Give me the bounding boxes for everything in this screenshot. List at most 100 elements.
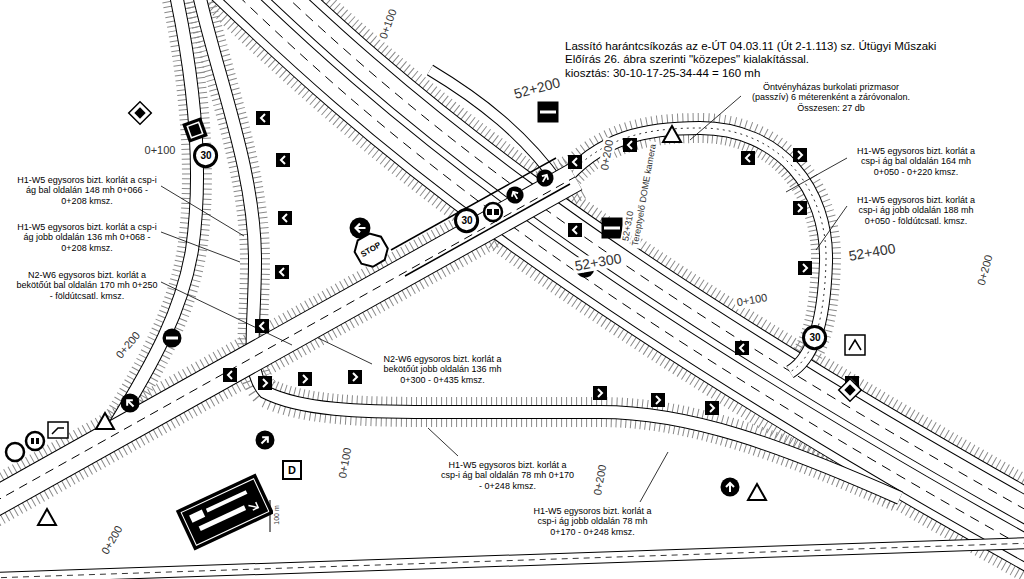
overtaking-sign (484, 203, 502, 221)
chevron-sign (298, 372, 312, 386)
sign-text: 30 (809, 333, 820, 343)
leader-line (816, 206, 847, 250)
sign-text: D (288, 465, 296, 476)
chevron-sign (223, 368, 237, 382)
sign-octagon (350, 229, 392, 271)
chevron-sign (278, 211, 292, 225)
direction-board (181, 479, 269, 545)
chevron-sign (793, 148, 807, 162)
distance-plate: 100 m (273, 503, 281, 526)
lane-line (226, 0, 1024, 562)
road-edge (235, 0, 1024, 548)
road-edge (235, 0, 1024, 548)
centre-line (0, 543, 1024, 578)
callout-note: N2-W6 egysoros bizt. korlát a bekötőút j… (375, 354, 510, 385)
prohibition-sign (26, 432, 44, 450)
callout-note: H1-W5 egysoros bizt. korlát a csp-i ág j… (14, 222, 160, 253)
chevron-sign (705, 401, 719, 415)
chevron-sign (275, 265, 289, 279)
slope-hatching (0, 0, 1024, 548)
station-label: 0+100 (376, 5, 400, 42)
callout-note: H1-W5 egysoros bizt. korlát a csp-i ág b… (14, 175, 160, 206)
chevron-sign (568, 223, 582, 237)
marker-row (560, 128, 826, 372)
priority-sign (844, 384, 855, 395)
sign-plate (283, 461, 301, 479)
slope-hatching (112, 0, 197, 430)
speed-limit-sign: 30 (193, 143, 218, 168)
ramp-edge (112, 0, 197, 430)
info-sign (845, 335, 865, 355)
chevron-sign (651, 393, 665, 407)
leader-line (640, 452, 668, 502)
connecting-road (0, 158, 575, 510)
overtaking-sign (494, 209, 499, 215)
general-note: kiosztás: 30-10-17-25-34-44 = 160 mh (565, 67, 965, 80)
warning-sign (96, 413, 114, 429)
road-edge (0, 543, 1024, 578)
sign-ring (195, 145, 217, 167)
traffic-signs (6, 102, 865, 551)
chevron-sign (568, 155, 582, 169)
bridge-parapet (391, 158, 556, 250)
road-surface (235, 0, 1024, 548)
prohibition-sign (31, 438, 34, 444)
direction-board (199, 505, 246, 531)
station-label: 0+100 (336, 445, 355, 482)
priority-sign (134, 107, 145, 118)
direction-sign (533, 166, 556, 189)
end-sign (538, 102, 559, 123)
direction-sign (117, 390, 144, 417)
direction-board (176, 473, 274, 550)
speed-limit-sign: 30 (802, 325, 827, 350)
direction-board (248, 502, 258, 511)
direction-board (189, 510, 205, 523)
motorway (226, 0, 1024, 562)
bridge-parapet (405, 184, 570, 276)
station-label: 0+200 (98, 522, 126, 559)
priority-sign (839, 379, 862, 402)
chevron-sign (798, 261, 812, 275)
stop-sign: STOP (349, 228, 393, 272)
leader-line (161, 282, 292, 345)
info-sign (52, 428, 64, 434)
slope-hatching (0, 177, 575, 510)
chainage-label: 52+400 (845, 240, 898, 265)
no-entry-sign (163, 329, 182, 348)
direction-sign (503, 183, 526, 206)
direction-sign (721, 478, 740, 497)
info-sign (182, 117, 208, 143)
leader-line (690, 96, 741, 140)
warning-sign (663, 126, 681, 142)
ramp-surface (112, 0, 197, 430)
road-edge (0, 177, 575, 510)
station-label: 0+100 (734, 291, 771, 310)
station-label: 0+200 (112, 328, 144, 363)
speed-limit-sign: 30 (454, 208, 479, 233)
prohibition-sign (36, 438, 39, 444)
chevron-sign (593, 386, 607, 400)
leader-line (161, 232, 240, 262)
camera-note: Tereptyelő DOME kamera (630, 141, 659, 249)
leader-line (786, 158, 847, 192)
median-barrier (235, 0, 1024, 548)
station-label: 0+200 (591, 462, 610, 499)
service-road (0, 543, 1024, 578)
station-label: 0+200 (974, 252, 995, 289)
centre-line (0, 177, 575, 510)
median-barrier (235, 0, 1024, 548)
sign-text: 30 (200, 151, 211, 161)
parking-sign: D (282, 460, 302, 480)
warning-sign (748, 484, 766, 500)
callout-note: H1-W5 egysoros bizt. korlát a csp-i ág j… (850, 195, 982, 226)
station-label: 0+100 (143, 144, 178, 157)
leader-line (428, 428, 458, 456)
leader-line (161, 186, 244, 236)
sign-post (270, 500, 271, 532)
callout-note: Öntvényházas burkolati prizmasor (passzí… (745, 82, 917, 113)
sign-ring (456, 210, 478, 232)
chevron-sign (735, 341, 749, 355)
callout-note: H1-W5 egysoros bizt. korlát a csp-i ág b… (440, 460, 575, 491)
warning-sign (38, 509, 56, 525)
